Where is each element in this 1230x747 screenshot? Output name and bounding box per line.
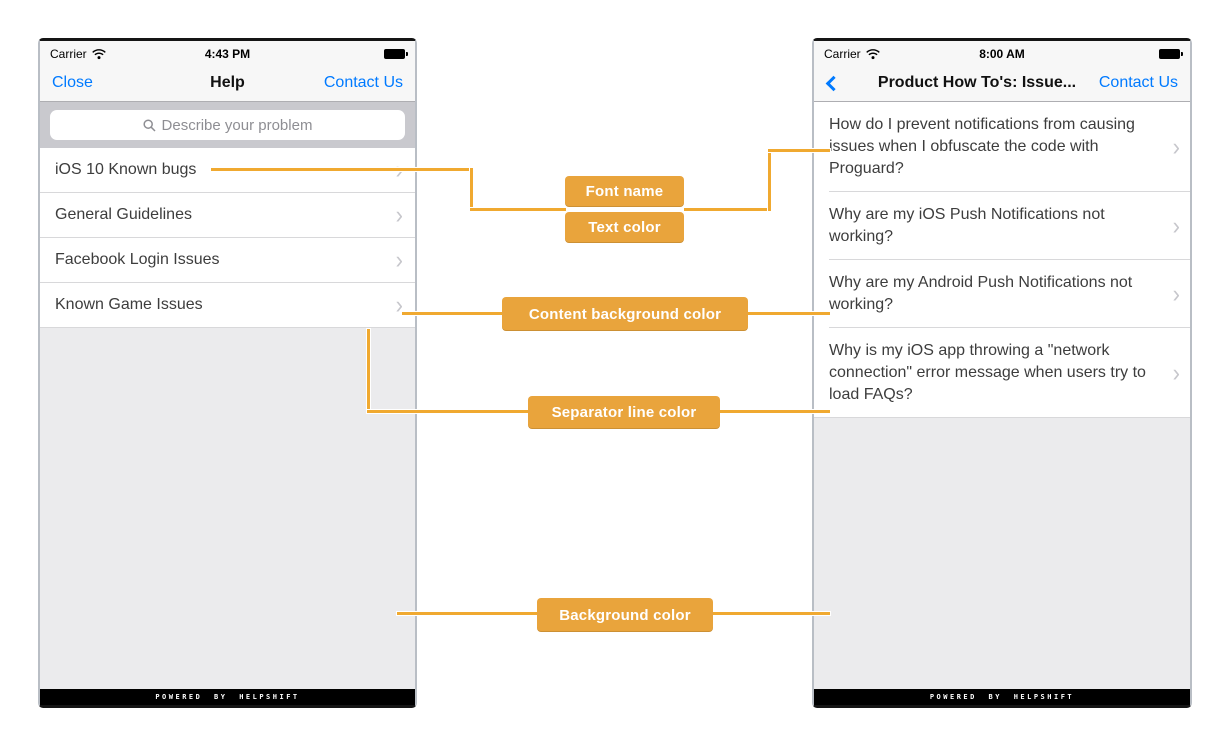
list-item[interactable]: Known Game Issues › <box>40 283 415 328</box>
connector-font-name-left-drop <box>470 168 473 211</box>
annotation-font-name: Font name <box>565 176 684 207</box>
powered-by-helpshift-bar: POWERED BY HELPSHIFT <box>814 689 1190 705</box>
close-button[interactable]: Close <box>52 74 93 91</box>
chevron-right-icon: › <box>1172 358 1180 387</box>
carrier-label: Carrier <box>824 47 861 61</box>
connector-font-name-left <box>211 168 473 171</box>
faq-item[interactable]: Why is my iOS app throwing a "network co… <box>814 328 1190 418</box>
connector-separator-right <box>719 410 830 413</box>
chevron-right-icon: › <box>395 245 403 274</box>
connector-separator-left <box>367 410 529 413</box>
search-placeholder: Describe your problem <box>161 116 313 134</box>
connector-background-right <box>712 612 830 615</box>
right-status-bar: Carrier 8:00 AM <box>814 41 1190 65</box>
chevron-right-icon: › <box>395 200 403 229</box>
faq-question-list: How do I prevent notifications from caus… <box>814 102 1190 418</box>
connector-font-name-right-out <box>684 208 771 211</box>
annotation-background-color: Background color <box>537 598 713 632</box>
left-status-bar: Carrier 4:43 PM <box>40 41 415 65</box>
connector-font-name-right-rise <box>768 149 771 211</box>
faq-item[interactable]: How do I prevent notifications from caus… <box>814 102 1190 192</box>
right-nav-title: Product How To's: Issue... <box>877 74 1077 91</box>
list-item[interactable]: Facebook Login Issues › <box>40 238 415 283</box>
left-phone-screen: Carrier 4:43 PM Close Help Contact Us <box>40 41 415 705</box>
battery-icon <box>384 49 408 59</box>
chevron-right-icon: › <box>395 290 403 319</box>
left-phone-mockup: Carrier 4:43 PM Close Help Contact Us <box>38 38 417 708</box>
faq-section-list: iOS 10 Known bugs › General Guidelines ›… <box>40 148 415 328</box>
wifi-icon <box>865 48 880 59</box>
left-nav-bar: Close Help Contact Us <box>40 65 415 102</box>
connector-background-left <box>397 612 538 615</box>
annotation-text-color: Text color <box>565 212 684 243</box>
status-time: 8:00 AM <box>979 47 1025 61</box>
wifi-icon <box>91 48 106 59</box>
faq-item[interactable]: Why are my iOS Push Notifications not wo… <box>814 192 1190 260</box>
contact-us-button-right[interactable]: Contact Us <box>1098 74 1178 91</box>
annotation-separator-line-color: Separator line color <box>528 396 720 429</box>
connector-font-name-left-in <box>470 208 566 211</box>
connector-content-bg-left <box>402 312 503 315</box>
search-band: Describe your problem <box>40 102 415 148</box>
right-nav-bar: Product How To's: Issue... Contact Us <box>814 65 1190 102</box>
left-nav-title: Help <box>210 74 245 91</box>
search-icon <box>142 118 156 132</box>
powered-by-helpshift-bar: POWERED BY HELPSHIFT <box>40 689 415 705</box>
annotation-content-background-color: Content background color <box>502 297 748 331</box>
carrier-label: Carrier <box>50 47 87 61</box>
connector-content-bg-right <box>747 312 830 315</box>
connector-font-name-right <box>768 149 830 152</box>
chevron-right-icon: › <box>1172 132 1180 161</box>
search-input[interactable]: Describe your problem <box>50 110 405 140</box>
right-screen-background <box>814 418 1190 689</box>
left-screen-background <box>40 328 415 689</box>
contact-us-button-left[interactable]: Contact Us <box>323 74 403 91</box>
right-phone-screen: Carrier 8:00 AM Product How To's: Issue.… <box>814 41 1190 705</box>
chevron-right-icon: › <box>1172 279 1180 308</box>
chevron-right-icon: › <box>1172 211 1180 240</box>
right-phone-mockup: Carrier 8:00 AM Product How To's: Issue.… <box>812 38 1192 708</box>
connector-separator-left-drop <box>367 329 370 413</box>
battery-icon <box>1159 49 1183 59</box>
status-time: 4:43 PM <box>204 47 251 61</box>
faq-item[interactable]: Why are my Android Push Notifications no… <box>814 260 1190 328</box>
list-item[interactable]: General Guidelines › <box>40 193 415 238</box>
back-chevron-icon[interactable] <box>825 75 842 91</box>
